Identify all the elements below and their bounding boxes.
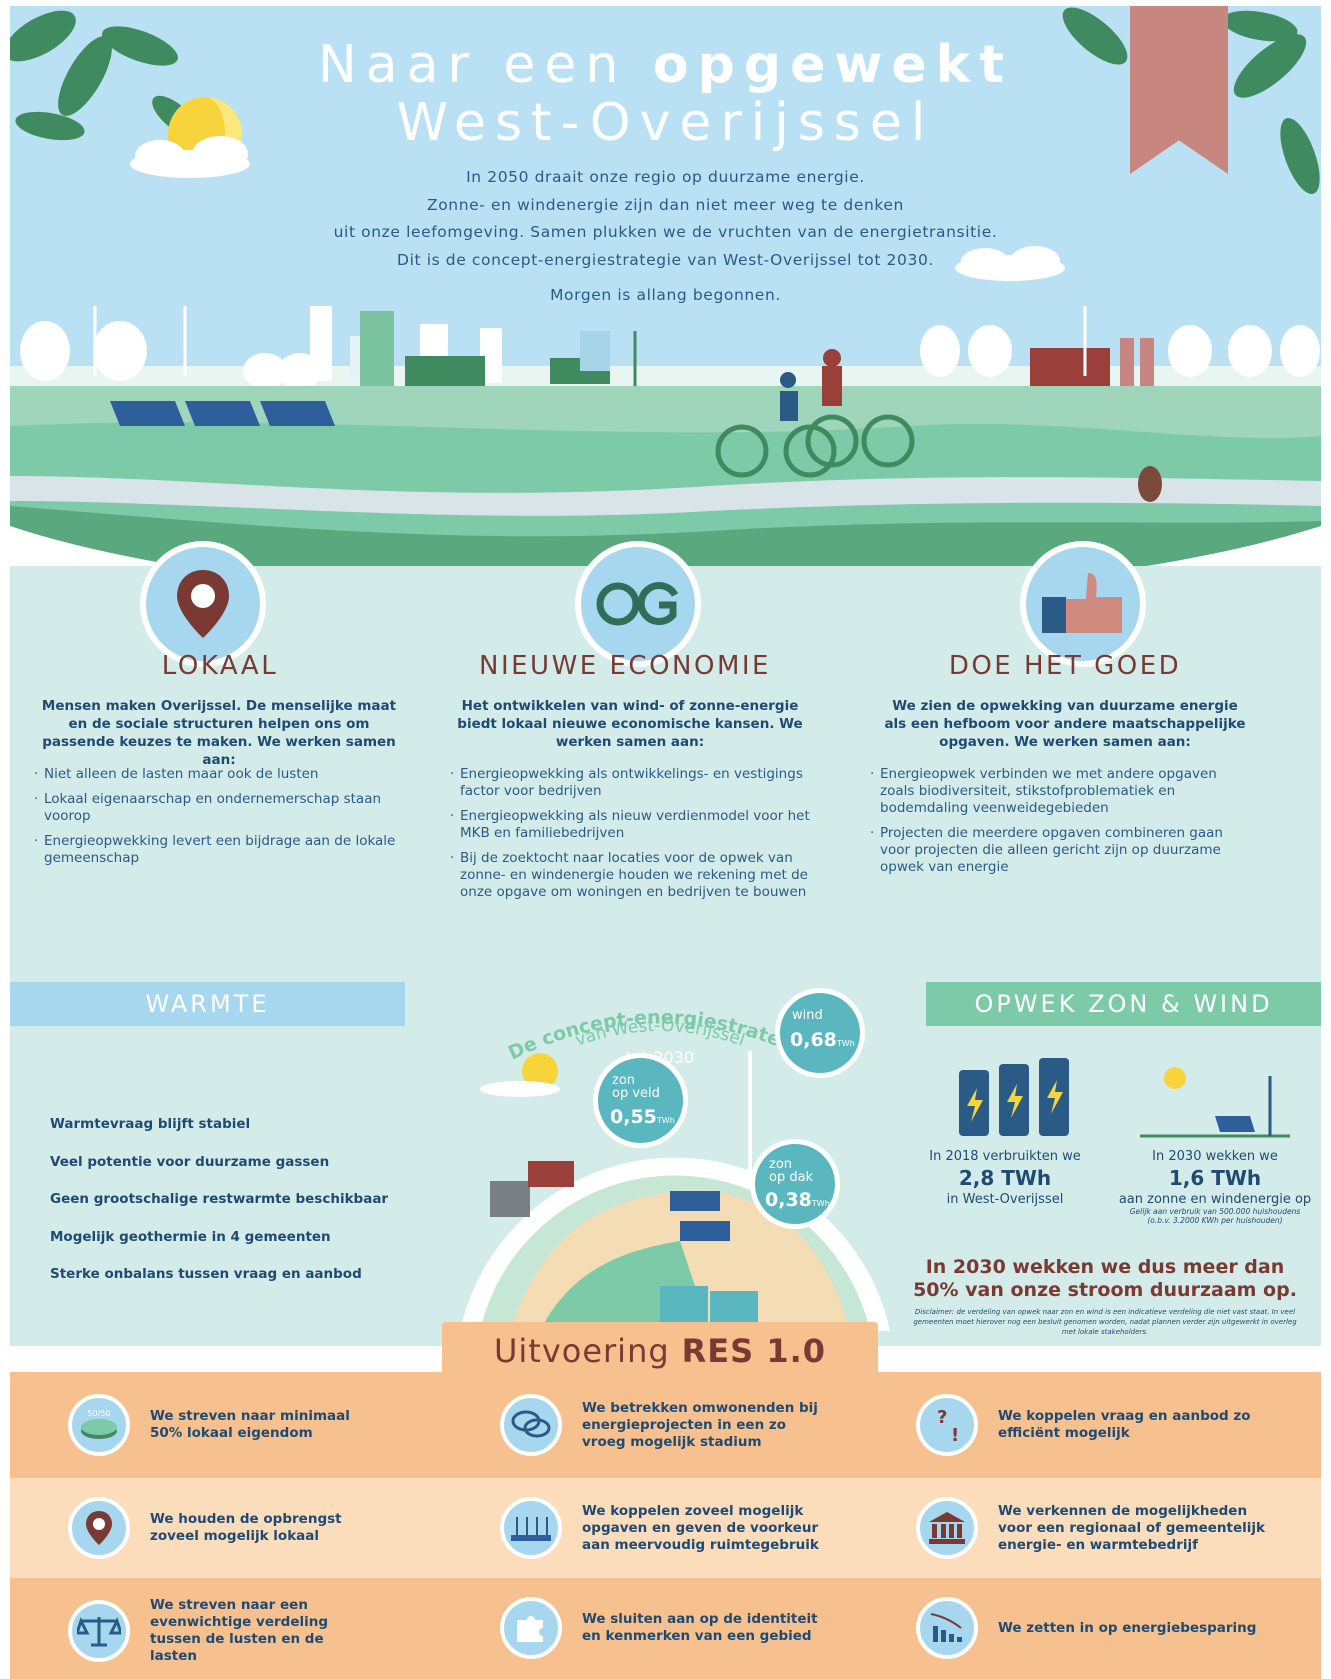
pillar-bullets-doe-het-goed: Energieopwek verbinden we met andere opg… — [870, 766, 1240, 884]
res-item-energiebedrijf: We verkennen de mogelijkheden voor een r… — [916, 1497, 1278, 1559]
svg-text:50/50: 50/50 — [87, 1409, 110, 1418]
institution-icon — [916, 1497, 978, 1559]
pillar-intro-lokaal: Mensen maken Overijssel. De menselijke m… — [41, 698, 397, 768]
thumbs-up-icon — [1020, 541, 1146, 667]
list-item: Veel potentie voor duurzame gassen — [50, 1153, 330, 1170]
location-pin-icon — [68, 1497, 130, 1559]
stat-2030: In 2030 wekken we 1,6 TWh aan zonne en w… — [1118, 1149, 1312, 1225]
list-item: Mogelijk geothermie in 4 gemeenten — [50, 1228, 331, 1245]
list-item: Energieopwekking als nieuw verdienmodel … — [450, 808, 820, 842]
pillar-title-doe-het-goed: DOE HET GOED — [948, 651, 1182, 681]
motto-text: Morgen is allang begonnen. — [550, 286, 781, 304]
wind-turbines — [93, 306, 1087, 391]
list-item: Energieopwek verbinden we met andere opg… — [870, 766, 1240, 817]
res-item-identiteit: We sluiten aan op de identiteit en kenme… — [500, 1597, 832, 1659]
res-row-3 — [10, 1578, 1321, 1679]
og-logo-icon — [575, 541, 701, 667]
chat-bubbles-icon — [500, 1394, 562, 1456]
puzzle-piece-icon — [500, 1597, 562, 1659]
res-row-1 — [10, 1372, 1321, 1478]
trees — [20, 321, 1320, 389]
opwek-band: OPWEK ZON & WIND — [926, 982, 1321, 1026]
solar-field — [110, 401, 335, 426]
pillar-bullets-nieuwe-economie: Energieopwekking als ontwikkelings- en v… — [450, 766, 820, 909]
zon-op-dak-bubble: zon op dak 0,38TWh — [750, 1139, 840, 1229]
leaves-top-right — [1062, 7, 1320, 194]
wind-bubble: wind 0,68TWh — [775, 988, 865, 1078]
res-item-opbrengst-lokaal: We houden de opbrengst zoveel mogelijk l… — [68, 1497, 370, 1559]
conclusion-text: In 2030 wekken we dus meer dan 50% van o… — [913, 1256, 1297, 1301]
warmte-list: Warmtevraag blijft stabiel Veel potentie… — [50, 1116, 388, 1304]
res-item-lokaal-eigendom: 50/50 We streven naar minimaal 50% lokaa… — [68, 1394, 370, 1456]
battery-icons — [959, 1058, 1069, 1136]
disclaimer-text: Disclaimer: de verdeling van opwek naar … — [913, 1308, 1297, 1336]
res-item-verdeling: We streven naar een evenwichtige verdeli… — [68, 1597, 370, 1665]
list-item: Bij de zoektocht naar locaties voor de o… — [450, 850, 820, 901]
svg-text:!: ! — [951, 1425, 959, 1445]
question-exclamation-icon: ?! — [916, 1394, 978, 1456]
wind-solar-field-icon — [500, 1497, 562, 1559]
list-item: Energieopwekking als ontwikkelings- en v… — [450, 766, 820, 800]
res-item-vraag-aanbod: ?! We koppelen vraag en aanbod zo effici… — [916, 1394, 1258, 1456]
clouds — [130, 136, 1065, 281]
res-item-energiebesparing: We zetten in op energiebesparing — [916, 1597, 1278, 1659]
res-item-omwonenden: We betrekken omwonenden bij energieproje… — [500, 1394, 822, 1456]
list-item: Warmtevraag blijft stabiel — [50, 1116, 251, 1132]
decreasing-chart-icon — [916, 1597, 978, 1659]
list-item: Geen grootschalige restwarmte beschikbaa… — [50, 1191, 389, 1207]
location-pin-icon — [140, 541, 266, 667]
pie-50-50-icon: 50/50 — [68, 1394, 130, 1456]
balance-scale-icon — [68, 1600, 130, 1662]
pillar-title-lokaal: LOKAAL — [161, 651, 279, 681]
pillar-bullets-lokaal: Niet alleen de lasten maar ook de lusten… — [34, 766, 404, 875]
stat-2018: In 2018 verbruikten we 2,8 TWh in West-O… — [929, 1149, 1081, 1207]
pillar-intro-nieuwe-economie: Het ontwikkelen van wind- of zonne-energ… — [457, 698, 803, 750]
list-item: Niet alleen de lasten maar ook de lusten — [34, 766, 404, 783]
list-item: Sterke onbalans tussen vraag en aanbod — [50, 1266, 362, 1282]
wind-solar-icon — [1140, 1067, 1290, 1138]
svg-text:?: ? — [937, 1407, 947, 1428]
list-item: Lokaal eigenaarschap en ondernemerschap … — [34, 791, 404, 825]
warmte-band: WARMTE — [10, 982, 405, 1026]
pillar-intro-doe-het-goed: We zien de opwekking van duurzame energi… — [884, 698, 1246, 750]
skyline — [10, 306, 1321, 396]
res-row-2 — [10, 1478, 1321, 1578]
cyclists — [715, 414, 915, 478]
list-item: Projecten die meerdere opgaven combinere… — [870, 825, 1240, 876]
pillar-title-nieuwe-economie: NIEUWE ECONOMIE — [479, 651, 771, 681]
list-item: Energieopwekking levert een bijdrage aan… — [34, 833, 404, 867]
zon-op-veld-bubble: zon op veld 0,55TWh — [593, 1053, 688, 1148]
hero-section: Naar een opgewekt West-Overijssel In 205… — [10, 6, 1321, 626]
page-title: Naar een opgewekt West-Overijssel — [317, 35, 1014, 153]
infographic-page: Naar een opgewekt West-Overijssel In 205… — [10, 6, 1321, 1679]
res-item-ruimtegebruik: We koppelen zoveel mogelijk opgaven en g… — [500, 1497, 832, 1559]
intro-text: In 2050 draait onze regio op duurzame en… — [333, 168, 998, 269]
